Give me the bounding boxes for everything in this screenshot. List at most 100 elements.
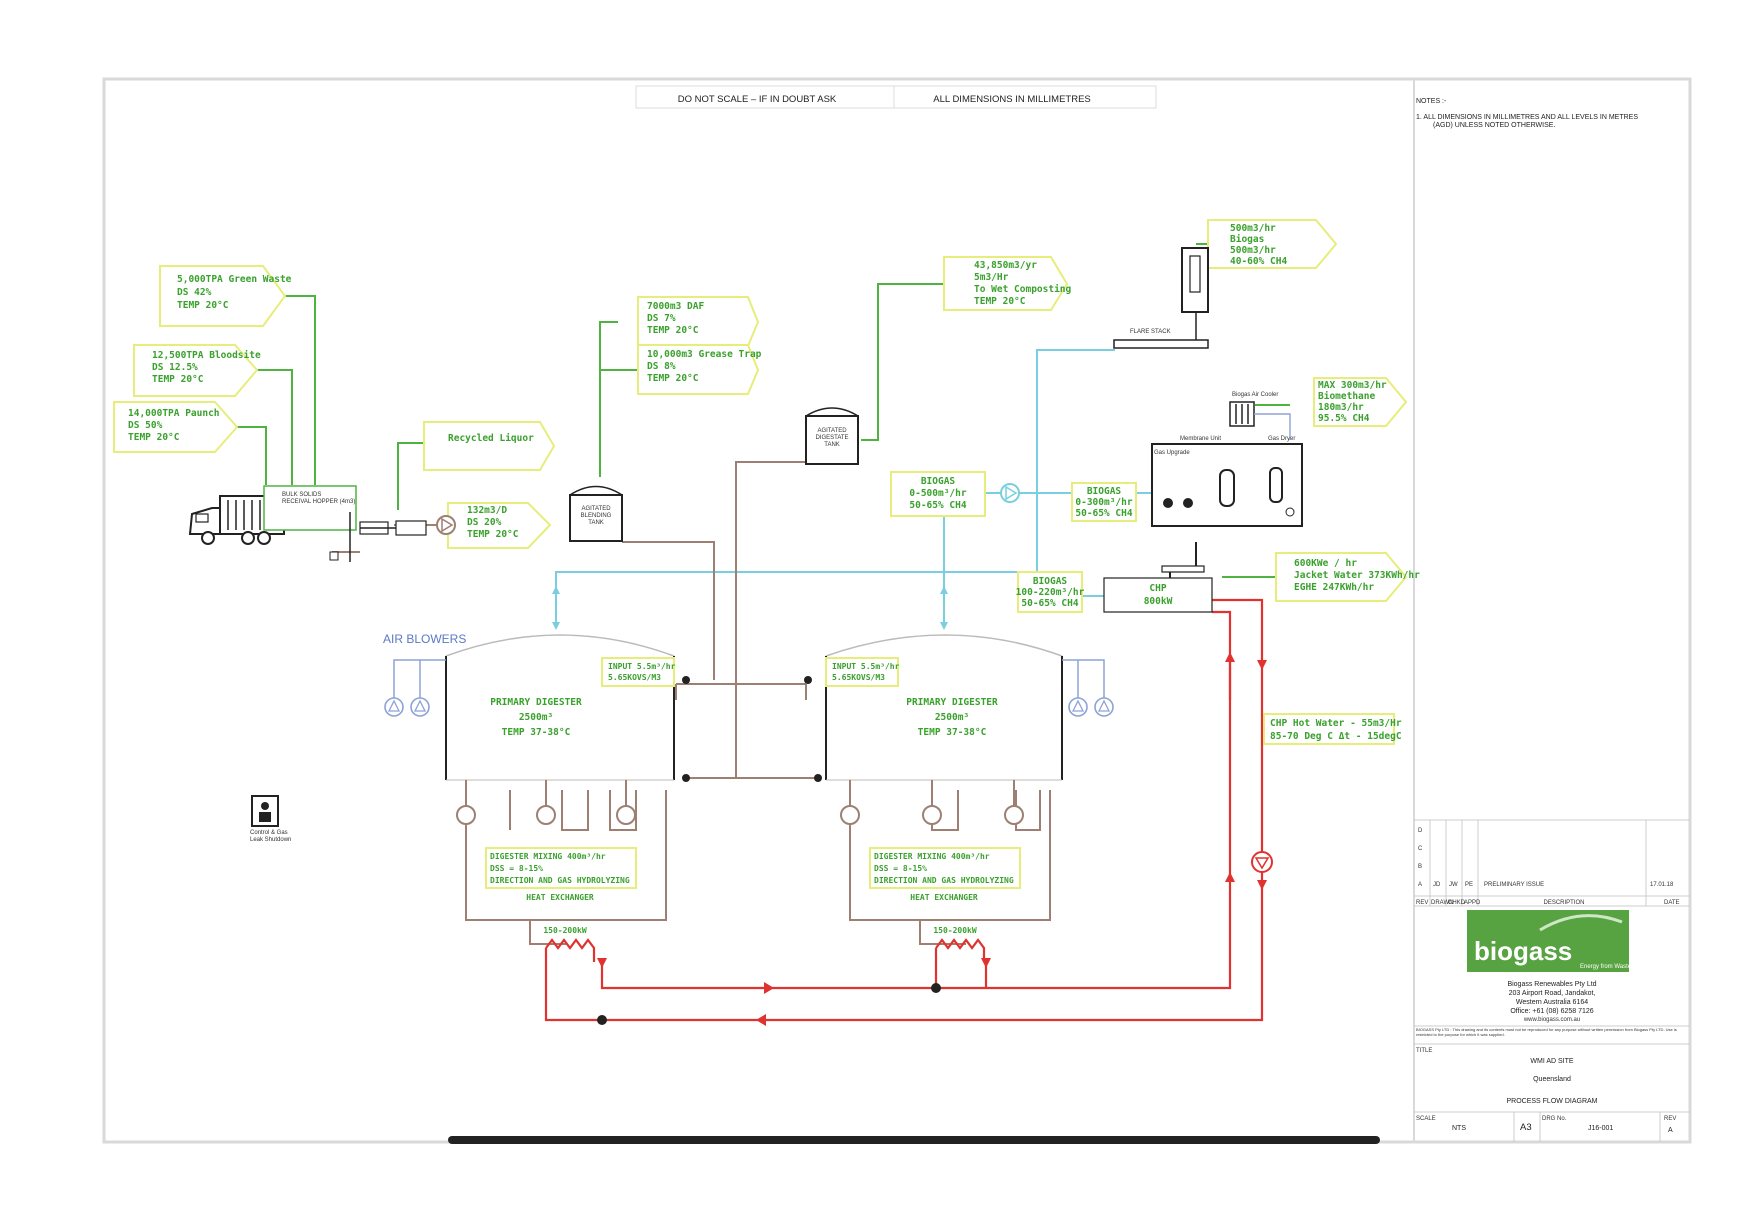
svg-text:TITLE: TITLE: [1416, 1048, 1432, 1054]
svg-text:PRIMARY DIGESTER: PRIMARY DIGESTER: [906, 697, 998, 708]
svg-text:DIRECTION AND GAS HYDROLYZING: DIRECTION AND GAS HYDROLYZING: [874, 876, 1014, 885]
svg-text:APPD: APPD: [1464, 900, 1481, 906]
svg-text:RECEIVAL HOPPER (4m3): RECEIVAL HOPPER (4m3): [282, 499, 355, 505]
svg-text:PRIMARY DIGESTER: PRIMARY DIGESTER: [490, 697, 582, 708]
svg-text:FLARE STACK: FLARE STACK: [1130, 329, 1171, 335]
biogas-blower-icon: [1000, 483, 1020, 503]
biogas-box-2: BIOGAS 0-300m³/hr 50-65% CH4: [1071, 482, 1137, 522]
svg-text:180m3/hr: 180m3/hr: [1318, 402, 1364, 413]
flare-stack: FLARE STACK: [1113, 247, 1209, 349]
svg-text:Office: +61 (08) 6258 7126: Office: +61 (08) 6258 7126: [1510, 1008, 1593, 1015]
svg-text:Biomethane: Biomethane: [1318, 391, 1375, 402]
svg-text:A: A: [1418, 882, 1422, 888]
receival-hopper: BULK SOLIDS RECEIVAL HOPPER (4m3): [263, 485, 427, 562]
svg-text:A: A: [1668, 1127, 1673, 1134]
svg-text:DSS = 8-15%: DSS = 8-15%: [490, 864, 543, 873]
svg-text:Control & Gas: Control & Gas: [250, 830, 288, 836]
svg-text:Western Australia 6164: Western Australia 6164: [1516, 999, 1588, 1006]
svg-text:TEMP 20°C: TEMP 20°C: [647, 325, 699, 336]
svg-text:WMI AD SITE: WMI AD SITE: [1530, 1058, 1574, 1065]
svg-text:AGITATED: AGITATED: [581, 506, 611, 512]
svg-text:DRG No.: DRG No.: [1542, 1116, 1567, 1122]
svg-text:DIGESTATE: DIGESTATE: [815, 435, 848, 441]
svg-text:50-65% CH4: 50-65% CH4: [1021, 598, 1078, 609]
header-bar: [635, 85, 1157, 109]
svg-text:14,000TPA Paunch: 14,000TPA Paunch: [128, 408, 220, 419]
svg-text:D: D: [1418, 828, 1423, 834]
svg-text:HEAT EXCHANGER: HEAT EXCHANGER: [526, 893, 594, 902]
svg-text:REV: REV: [1664, 1116, 1676, 1122]
air-blowers-label: AIR BLOWERS: [383, 632, 466, 646]
flag-wet-composting: 43,850m3/yr 5m3/Hr To Wet Composting TEM…: [943, 256, 1072, 311]
svg-text:A3: A3: [1520, 1122, 1532, 1133]
svg-text:C: C: [1418, 846, 1423, 852]
svg-text:Recycled Liquor: Recycled Liquor: [448, 433, 534, 444]
svg-text:DS 20%: DS 20%: [467, 517, 502, 528]
svg-text:SCALE: SCALE: [1416, 1116, 1436, 1122]
svg-text:100-220m³/hr: 100-220m³/hr: [1016, 587, 1085, 598]
title-block: D C B A JD JW PE PRELIMINARY ISSUE 17.01…: [1414, 819, 1690, 1142]
flag-green-waste: 5,000TPA Green Waste DS 42% TEMP 20°C: [159, 265, 292, 327]
svg-text:10,000m3 Grease Trap: 10,000m3 Grease Trap: [647, 349, 762, 360]
svg-text:BIOGAS: BIOGAS: [1033, 576, 1068, 587]
svg-text:INPUT 5.5m³/hr: INPUT 5.5m³/hr: [608, 662, 676, 671]
blending-tank: AGITATED BLENDING TANK: [569, 485, 623, 542]
flag-bloodsite: 12,500TPA Bloodsite DS 12.5% TEMP 20°C: [133, 344, 261, 397]
svg-text:500m3/hr: 500m3/hr: [1230, 245, 1276, 256]
input-box-left: INPUT 5.5m³/hr 5.65KOVS/M3: [601, 657, 676, 687]
svg-text:150-200kW: 150-200kW: [543, 926, 587, 935]
input-box-right: INPUT 5.5m³/hr 5.65KOVS/M3: [825, 657, 900, 687]
svg-text:JD: JD: [1433, 882, 1441, 888]
svg-text:DSS = 8-15%: DSS = 8-15%: [874, 864, 927, 873]
svg-text:Energy from Waste: Energy from Waste: [1580, 964, 1632, 970]
svg-text:Biogass Renewables Pty Ltd: Biogass Renewables Pty Ltd: [1507, 981, 1596, 988]
svg-text:DS 8%: DS 8%: [647, 361, 676, 372]
mixing-box-left: DIGESTER MIXING 400m³/hr DSS = 8-15% DIR…: [485, 847, 637, 935]
svg-text:50-65% CH4: 50-65% CH4: [1075, 508, 1132, 519]
svg-text:Biogas Air Cooler: Biogas Air Cooler: [1232, 392, 1278, 398]
svg-text:203 Airport Road, Jandakot,: 203 Airport Road, Jandakot,: [1509, 990, 1596, 997]
svg-text:Leak Shutdown: Leak Shutdown: [250, 837, 291, 843]
svg-text:5m3/Hr: 5m3/Hr: [974, 272, 1009, 283]
svg-text:biogass: biogass: [1474, 936, 1572, 966]
flag-recycled-liquor: Recycled Liquor: [423, 421, 556, 471]
svg-text:DRAWN: DRAWN: [1431, 900, 1453, 906]
header-right: ALL DIMENSIONS IN MILLIMETRES: [933, 94, 1091, 105]
svg-text:BULK SOLIDS: BULK SOLIDS: [282, 492, 321, 498]
svg-text:Membrane Unit: Membrane Unit: [1180, 436, 1221, 442]
svg-text:BIOGAS: BIOGAS: [1087, 486, 1122, 497]
svg-text:TEMP 20°C: TEMP 20°C: [152, 374, 204, 385]
notes-title: NOTES :-: [1416, 98, 1447, 105]
svg-text:2500m³: 2500m³: [519, 712, 553, 723]
svg-text:DS 12.5%: DS 12.5%: [152, 362, 198, 373]
svg-text:7000m3 DAF: 7000m3 DAF: [647, 301, 704, 312]
flag-daf: 7000m3 DAF DS 7% TEMP 20°C: [637, 296, 760, 347]
mixing-box-right: DIGESTER MIXING 400m³/hr DSS = 8-15% DIR…: [869, 847, 1021, 935]
svg-text:TEMP 20°C: TEMP 20°C: [647, 373, 699, 384]
svg-text:DIRECTION AND GAS HYDROLYZING: DIRECTION AND GAS HYDROLYZING: [490, 876, 630, 885]
svg-text:50-65% CH4: 50-65% CH4: [909, 500, 966, 511]
svg-text:40-60% CH4: 40-60% CH4: [1230, 256, 1287, 267]
svg-text:0-300m³/hr: 0-300m³/hr: [1075, 497, 1132, 508]
svg-text:DIGESTER MIXING 400m³/hr: DIGESTER MIXING 400m³/hr: [874, 852, 990, 861]
svg-text:TANK: TANK: [588, 520, 604, 526]
svg-text:TEMP 37-38°C: TEMP 37-38°C: [502, 727, 571, 738]
note-1: 1. ALL DIMENSIONS IN MILLIMETRES AND ALL…: [1416, 114, 1638, 121]
svg-text:PE: PE: [1465, 882, 1473, 888]
svg-text:CHP Hot Water - 55m3/Hr: CHP Hot Water - 55m3/Hr: [1270, 718, 1402, 729]
svg-text:DATE: DATE: [1664, 900, 1680, 906]
air-blower-icons-left: [384, 659, 446, 717]
svg-text:DS 42%: DS 42%: [177, 287, 212, 298]
svg-text:95.5% CH4: 95.5% CH4: [1318, 413, 1370, 424]
svg-text:www.biogass.com.au: www.biogass.com.au: [1523, 1017, 1580, 1023]
horizontal-scrollbar[interactable]: [448, 1136, 1380, 1144]
valve-icons: [597, 676, 941, 1025]
feed-pump-icon: [436, 515, 456, 535]
svg-text:0-500m³/hr: 0-500m³/hr: [909, 488, 966, 499]
header-left: DO NOT SCALE – IF IN DOUBT ASK: [678, 94, 837, 105]
air-blower-icons-right: [1062, 659, 1114, 717]
drawing-frame: [102, 77, 1692, 1144]
svg-text:TEMP 20°C: TEMP 20°C: [177, 300, 229, 311]
svg-text:TEMP 20°C: TEMP 20°C: [467, 529, 519, 540]
